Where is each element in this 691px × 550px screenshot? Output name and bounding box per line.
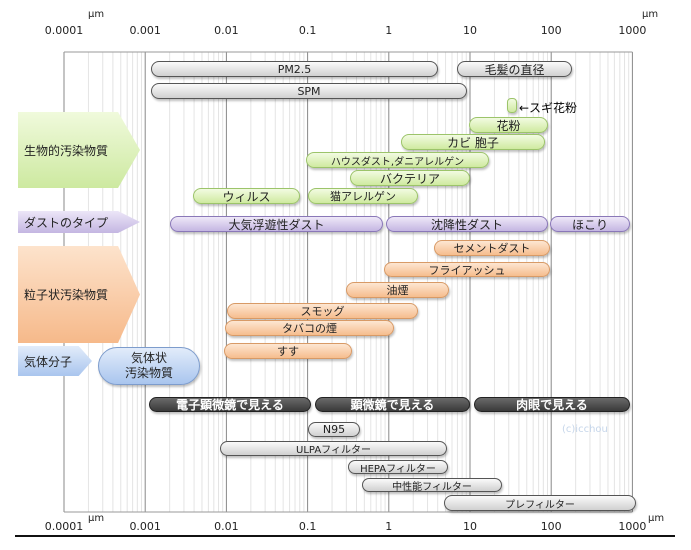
gas-pollutant-label: 気体状 汚染物質	[98, 347, 200, 385]
bar-hokori: ほこり	[550, 216, 630, 232]
bar-naked-eye: 肉眼で見える	[474, 397, 630, 412]
bar-pm25: PM2.5	[151, 61, 438, 77]
axis-tick-label: 1000	[618, 520, 647, 533]
unit-label: µm	[88, 9, 105, 20]
bar-smog: スモッグ	[227, 303, 418, 319]
bar-spm: SPM	[151, 83, 467, 99]
bar-bacteria: バクテリア	[350, 170, 470, 186]
axis-tick-label: 0.1	[298, 520, 317, 533]
bar-n95: N95	[308, 422, 360, 437]
bar-soot: すす	[224, 343, 352, 359]
bar-housedust: ハウスダスト,ダニアレルゲン	[306, 152, 489, 168]
credit: (c)icchou	[562, 424, 608, 435]
axis-tick-label: 0.0001	[44, 520, 84, 533]
bar-sugi-pollen	[507, 98, 517, 113]
bar-mold-spores: カビ 胞子	[401, 134, 545, 150]
bar-pre-filter: プレフィルター	[444, 495, 636, 511]
bar-settling-dust: 沈降性ダスト	[386, 216, 548, 232]
category-bio: 生物的汚染物質	[18, 112, 140, 188]
bar-cement-dust: セメントダスト	[434, 240, 550, 256]
axis-tick-label: 0.001	[129, 24, 161, 37]
axis-tick-label: 10	[463, 24, 477, 37]
bar-electron-microscope: 電子顕微鏡で見える	[149, 397, 311, 412]
bar-hair: 毛髪の直径	[457, 61, 572, 77]
axis-tick-label: 0.1	[298, 24, 317, 37]
bar-fly-ash: フライアッシュ	[384, 262, 550, 277]
bar-pollen: 花粉	[469, 117, 548, 133]
bar-ulpa-filter: ULPAフィルター	[220, 441, 447, 456]
bar-cat-allergen: 猫アレルゲン	[308, 188, 418, 204]
axis-tick-label: 1	[385, 24, 393, 37]
axis-tick-label: 10	[463, 520, 477, 533]
axis-tick-label: 0.001	[129, 520, 161, 533]
axis-tick-label: 100	[540, 520, 562, 533]
axis-tick-label: 100	[540, 24, 562, 37]
bottom-rule	[15, 535, 675, 537]
bar-microscope: 顕微鏡で見える	[315, 397, 470, 412]
bar-tobacco-smoke: タバコの煙	[225, 320, 394, 336]
axis-tick-label: 0.0001	[44, 24, 84, 37]
unit-label: µm	[648, 513, 665, 524]
bar-oil-smoke: 油煙	[346, 282, 449, 298]
bar-hepa-filter: HEPAフィルター	[348, 460, 448, 475]
axis-tick-label: 0.01	[214, 520, 239, 533]
axis-tick-label: 1	[385, 520, 393, 533]
bar-medium-filter: 中性能フィルター	[362, 478, 502, 493]
unit-label: µm	[88, 513, 105, 524]
category-particle: 粒子状汚染物質	[18, 246, 140, 343]
axis-tick-label: 0.01	[214, 24, 239, 37]
bar-virus: ウィルス	[193, 188, 300, 204]
axis-tick-label: 1000	[618, 24, 647, 37]
unit-label: µm	[642, 9, 659, 20]
sugi-pollen-label: ←スギ花粉	[519, 101, 578, 115]
bar-airborne-dust: 大気浮遊性ダスト	[170, 216, 383, 232]
category-dust: ダストのタイプ	[18, 211, 140, 233]
category-gas: 気体分子	[18, 346, 92, 376]
